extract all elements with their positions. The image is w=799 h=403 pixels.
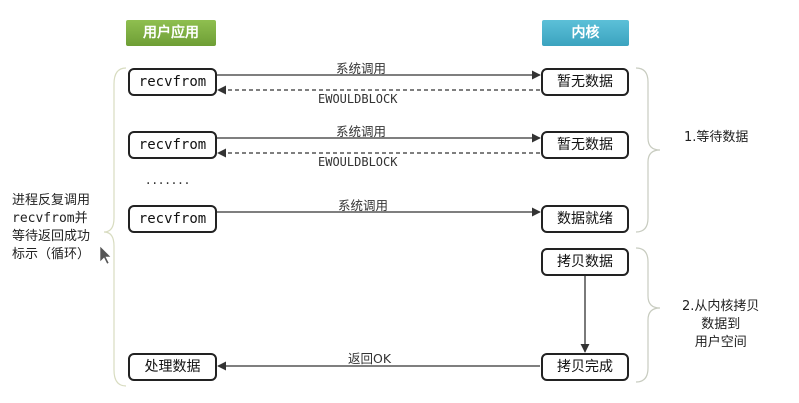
- return-ok-label: 返回OK: [348, 351, 392, 366]
- kernel-no-data-box-1: 暂无数据: [541, 68, 629, 96]
- mouse-cursor-icon: [99, 245, 112, 265]
- syscall-label-2: 系统调用: [336, 124, 387, 139]
- phase2-line-3: 用户空间: [694, 335, 747, 350]
- syscall-label-3: 系统调用: [338, 198, 389, 213]
- left-note: 进程反复调用 recvfrom并 等待返回成功 标示（循环）: [12, 192, 90, 264]
- kernel-copy-done-box: 拷贝完成: [541, 353, 629, 381]
- phase1-label: 1.等待数据: [684, 130, 749, 145]
- left-note-line-3: 等待返回成功: [12, 229, 91, 244]
- phase2-label: 2.从内核拷贝 数据到 用户空间: [682, 298, 759, 352]
- ewouldblock-label-2: EWOULDBLOCK: [318, 155, 398, 169]
- kernel-data-ready-box: 数据就绪: [541, 205, 629, 233]
- left-note-line-2: recvfrom并: [12, 211, 88, 226]
- process-data-box: 处理数据: [128, 353, 217, 381]
- kernel-copy-data-box: 拷贝数据: [541, 248, 629, 276]
- kernel-no-data-box-2: 暂无数据: [541, 131, 629, 159]
- user-app-header: 用户应用: [126, 20, 216, 46]
- syscall-label-1: 系统调用: [336, 61, 387, 76]
- left-note-line-4: 标示（循环）: [12, 247, 91, 262]
- ewouldblock-label-1: EWOULDBLOCK: [318, 92, 398, 106]
- phase2-line-1: 2.从内核拷贝: [682, 299, 760, 314]
- phase2-line-2: 数据到: [701, 317, 741, 332]
- recvfrom-box-2: recvfrom: [128, 131, 217, 159]
- right-brace-phase2: [635, 247, 661, 383]
- recvfrom-box-1: recvfrom: [128, 68, 217, 96]
- kernel-header: 内核: [542, 20, 629, 46]
- left-note-line-1: 进程反复调用: [12, 193, 91, 208]
- right-brace-phase1: [635, 67, 661, 233]
- recvfrom-box-3: recvfrom: [128, 205, 217, 233]
- ellipsis: .......: [146, 172, 192, 188]
- left-brace: [103, 67, 127, 387]
